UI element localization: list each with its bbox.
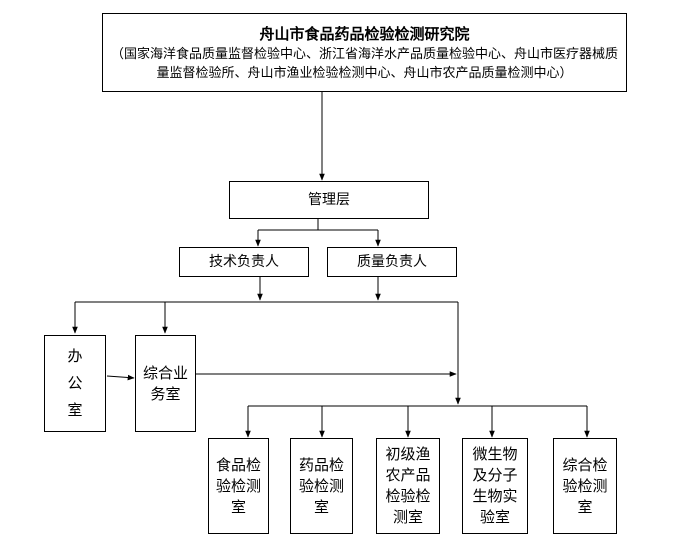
lab-microbiology-label: 微生物及分子生物实验室 (472, 445, 518, 526)
node-lab-primary-products: 初级渔农产品检验检测室 (376, 438, 440, 534)
node-management: 管理层 (229, 181, 429, 219)
node-lab-drug: 药品检验检测室 (290, 438, 353, 534)
tech-lead-label: 技术负责人 (209, 254, 279, 270)
lab-drug-label: 药品检验检测室 (299, 455, 345, 516)
connector-office-to-business (106, 374, 135, 381)
node-business-office: 综合业务室 (135, 335, 196, 432)
root-title: 舟山市食品药品检验检测研究院 (259, 24, 470, 43)
node-lab-comprehensive: 综合检验检测室 (553, 438, 617, 534)
quality-lead-label: 质量负责人 (357, 254, 427, 270)
lab-comprehensive-label: 综合检验检测室 (562, 455, 608, 516)
lab-primary-products-label: 初级渔农产品检验检测室 (385, 445, 431, 526)
node-tech-lead: 技术负责人 (179, 247, 309, 277)
node-quality-lead: 质量负责人 (327, 247, 457, 277)
business-office-label: 综合业务室 (143, 363, 189, 403)
management-label: 管理层 (308, 192, 350, 208)
office-label: 办公室 (67, 347, 83, 419)
node-lab-food: 食品检验检测室 (208, 438, 269, 534)
node-root-institute: 舟山市食品药品检验检测研究院 （国家海洋食品质量监督检验中心、浙江省海洋水产品质… (102, 13, 627, 92)
root-subtitle: （国家海洋食品质量监督检验中心、浙江省海洋水产品质量检验中心、舟山市医疗器械质量… (111, 46, 619, 81)
lab-food-label: 食品检验检测室 (216, 455, 262, 516)
node-office: 办公室 (44, 335, 106, 432)
node-lab-microbiology: 微生物及分子生物实验室 (462, 438, 528, 534)
